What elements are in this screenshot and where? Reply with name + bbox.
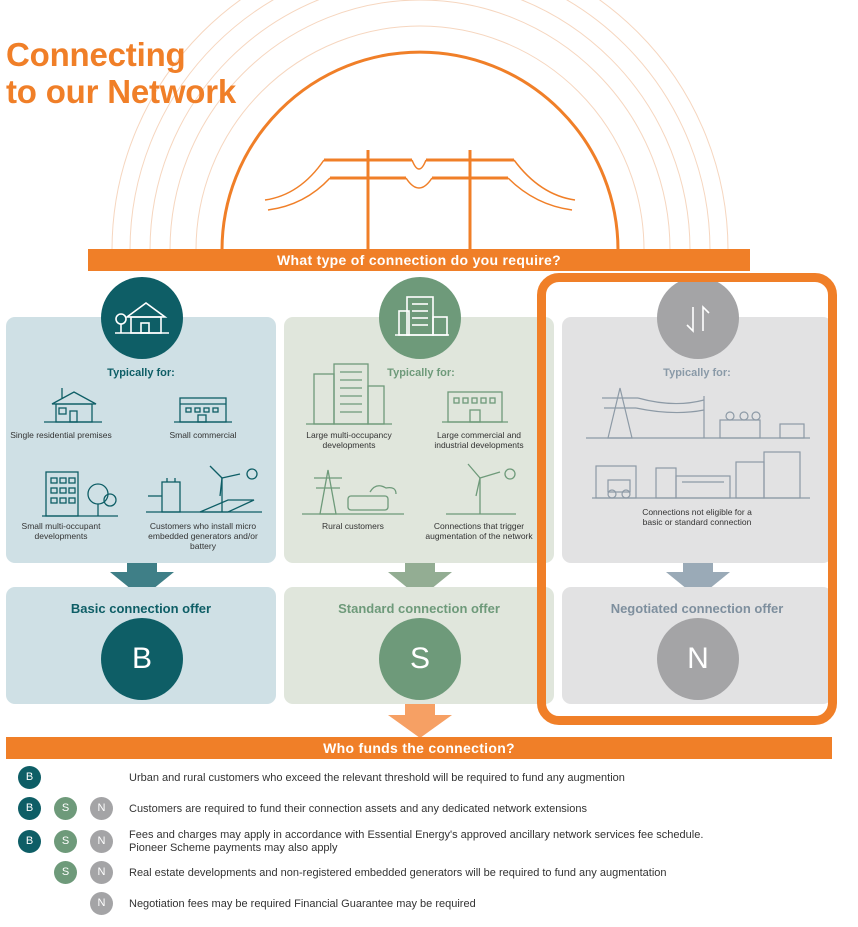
funding-row: N Negotiation fees may be required Finan…: [0, 891, 858, 921]
funding-text: Real estate developments and non-registe…: [129, 867, 667, 879]
arrow-down-basic-icon: [110, 560, 174, 598]
page-title: Connecting to our Network: [6, 36, 237, 110]
rural-customers-icon: [302, 469, 404, 515]
residential-house-icon: [44, 388, 102, 423]
badge-standard: S: [54, 830, 77, 853]
badge-negotiated: N: [90, 892, 113, 915]
house-icon: [101, 277, 183, 359]
exchange-arrows-icon: [657, 277, 739, 359]
office-building-icon: [379, 277, 461, 359]
funding-row: S N Real estate developments and non-reg…: [0, 860, 858, 890]
negotiated-item-0-label: Connections not eligible for a basic or …: [642, 507, 752, 527]
basic-offer-label: Basic connection offer: [70, 601, 212, 616]
funding-text: Negotiation fees may be required Financi…: [129, 898, 476, 910]
funding-row: B S N Fees and charges may apply in acco…: [0, 829, 858, 863]
standard-item-1-label: Large commercial and industrial developm…: [434, 430, 524, 450]
standard-offer-label: Standard connection offer: [338, 601, 500, 616]
arrow-down-negotiated-icon: [666, 560, 730, 598]
power-wires: [264, 159, 576, 211]
standard-offer-badge: S: [379, 618, 461, 700]
industrial-mining-icon: [592, 451, 810, 499]
standard-typically-label: Typically for:: [387, 367, 455, 379]
negotiated-highlight-frame: [537, 273, 837, 725]
transmission-infrastructure-icon: [586, 387, 810, 439]
negotiated-offer-label: Negotiated connection offer: [610, 601, 784, 616]
basic-item-3-label: Customers who install micro embedded gen…: [148, 521, 258, 551]
badge-standard: S: [54, 797, 77, 820]
basic-item-2-label: Small multi-occupant developments: [21, 521, 101, 541]
micro-generator-battery-icon: [146, 465, 262, 513]
basic-offer-badge: B: [101, 618, 183, 700]
standard-item-3-label: Connections that trigger augmentation of…: [425, 521, 533, 541]
main-arc: [220, 50, 620, 251]
large-multi-occupancy-icon: [306, 363, 392, 425]
power-pole-right-icon: [426, 150, 514, 250]
arrow-down-standard-icon: [388, 560, 452, 598]
arrow-down-funding-icon: [388, 703, 452, 738]
badge-basic: B: [18, 766, 41, 789]
funding-row: B S N Customers are required to fund the…: [0, 796, 858, 826]
basic-typically-label: Typically for:: [107, 367, 175, 379]
funding-row: B Urban and rural customers who exceed t…: [0, 765, 858, 795]
badge-basic: B: [18, 797, 41, 820]
funding-text: Customers are required to fund their con…: [129, 803, 587, 815]
negotiated-offer-badge: N: [657, 618, 739, 700]
large-commercial-icon: [442, 391, 508, 423]
funds-banner: Who funds the connection?: [6, 737, 832, 759]
badge-standard: S: [54, 861, 77, 884]
funding-text: Fees and charges may apply in accordance…: [129, 829, 704, 854]
badge-basic: B: [18, 830, 41, 853]
funding-text: Urban and rural customers who exceed the…: [129, 772, 625, 784]
multi-occupant-icon: [42, 471, 118, 517]
question-banner: What type of connection do you require?: [88, 249, 750, 271]
basic-item-0-label: Single residential premises: [10, 430, 112, 440]
negotiated-typically-label: Typically for:: [663, 367, 731, 379]
badge-negotiated: N: [90, 830, 113, 853]
badge-negotiated: N: [90, 797, 113, 820]
standard-item-0-label: Large multi-occupancy developments: [306, 430, 392, 450]
badge-negotiated: N: [90, 861, 113, 884]
basic-item-1-label: Small commercial: [169, 430, 237, 440]
power-pole-left-icon: [324, 150, 412, 250]
standard-item-2-label: Rural customers: [322, 521, 384, 531]
wind-turbine-icon: [446, 463, 516, 515]
small-commercial-icon: [174, 397, 232, 423]
